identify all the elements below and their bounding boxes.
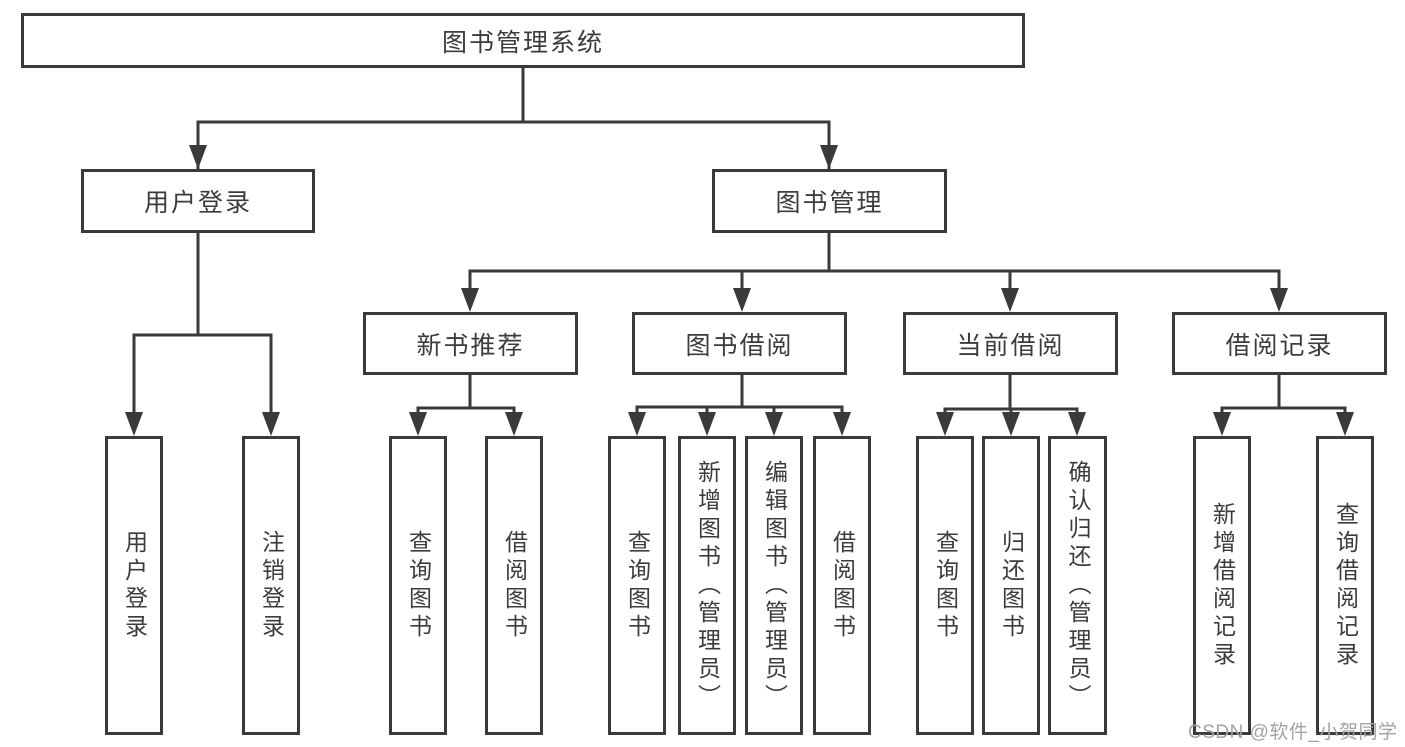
leaf-borrow-query-books: 查询图书: [608, 436, 666, 735]
node-book-management: 图书管理: [712, 169, 947, 233]
leaf-current-query-books: 查询图书: [916, 436, 974, 735]
csdn-watermark: CSDN @软件_小贺同学: [1188, 722, 1398, 743]
node-book-borrow: 图书借阅: [632, 312, 847, 375]
leaf-newbook-query-books: 查询图书: [389, 436, 447, 735]
node-borrow-records: 借阅记录: [1172, 312, 1387, 375]
leaf-current-confirm-return-admin: 确认归还（管理员）: [1048, 436, 1107, 735]
leaf-borrow-edit-books-admin: 编辑图书（管理员）: [745, 436, 803, 735]
leaf-borrow-add-books-admin: 新增图书（管理员）: [678, 436, 736, 735]
leaf-user-login: 用户登录: [105, 436, 163, 735]
leaf-borrow-borrow-books: 借阅图书: [813, 436, 871, 735]
node-new-book-recommend: 新书推荐: [363, 312, 578, 375]
leaf-records-query-record: 查询借阅记录: [1316, 436, 1374, 735]
leaf-current-return-books: 归还图书: [982, 436, 1040, 735]
node-current-borrow: 当前借阅: [903, 312, 1118, 375]
leaf-logout: 注销登录: [242, 436, 300, 735]
node-root-system: 图书管理系统: [21, 13, 1025, 68]
leaf-records-add-record: 新增借阅记录: [1193, 436, 1251, 735]
node-user-login: 用户登录: [81, 169, 315, 233]
leaf-newbook-borrow-books: 借阅图书: [485, 436, 543, 735]
